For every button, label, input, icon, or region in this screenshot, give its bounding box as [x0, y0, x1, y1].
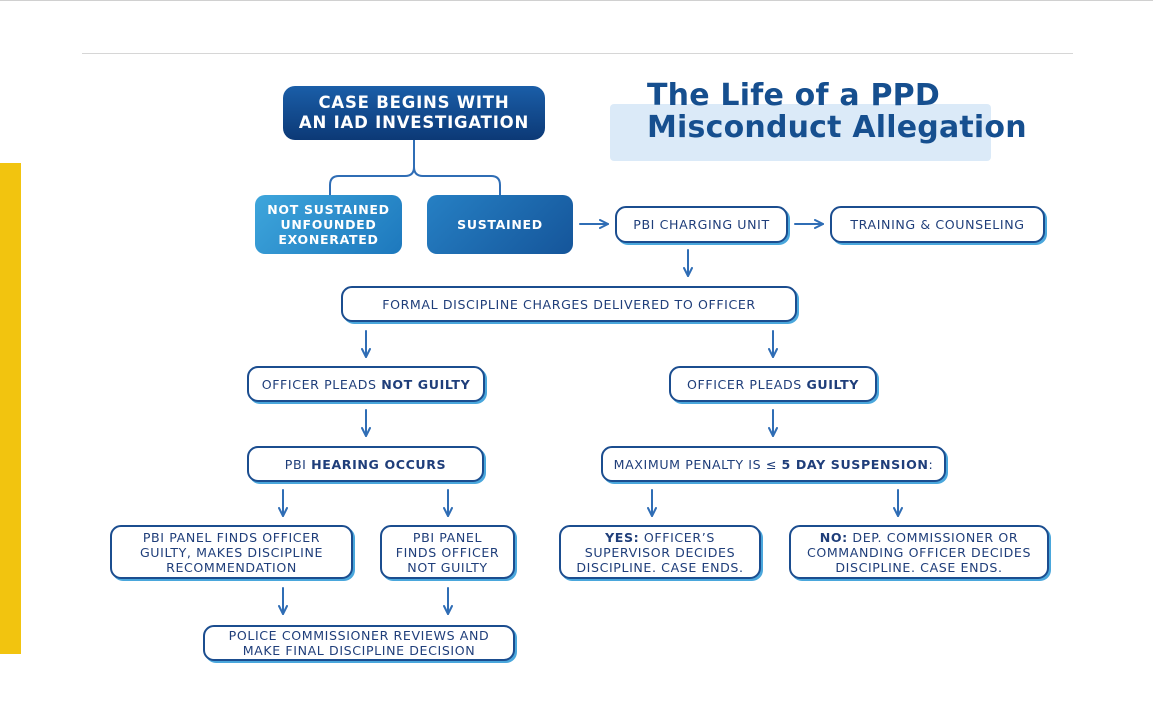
node-training-counseling: TRAINING & COUNSELING — [830, 206, 1045, 243]
pleads-guilty-bold: GUILTY — [806, 376, 859, 392]
node-not-sustained: NOT SUSTAINED UNFOUNDED EXONERATED — [255, 195, 402, 254]
pleads-not-guilty-bold: NOT GUILTY — [381, 376, 471, 392]
case-begins-line-1: CASE BEGINS WITH — [318, 93, 510, 112]
yes-line-2: SUPERVISOR DECIDES — [584, 544, 736, 560]
panel-guilty-line-1: PBI PANEL FINDS OFFICER — [142, 529, 321, 545]
max-penalty-prefix: MAXIMUM PENALTY IS ≤ — [613, 456, 782, 472]
node-formal-charges: FORMAL DISCIPLINE CHARGES DELIVERED TO O… — [341, 286, 797, 322]
page-title: The Life of a PPD Misconduct Allegation — [647, 80, 1067, 144]
panel-not-guilty-line-1: PBI PANEL — [412, 529, 483, 545]
no-line-1-rest: DEP. COMMISSIONER OR — [847, 529, 1019, 545]
commissioner-line-2: MAKE FINAL DISCIPLINE DECISION — [242, 643, 476, 658]
max-penalty-suffix: : — [928, 456, 934, 472]
panel-guilty-line-2: GUILTY, MAKES DISCIPLINE — [139, 544, 324, 560]
accent-bar — [0, 163, 21, 654]
yes-line-1-rest: OFFICER’S — [639, 529, 715, 545]
title-line-2: Misconduct Allegation — [647, 110, 1027, 145]
header-divider — [82, 53, 1073, 54]
hearing-prefix: PBI — [284, 456, 312, 472]
pleads-not-guilty-prefix: OFFICER PLEADS — [261, 376, 382, 392]
bracket-connector — [329, 139, 501, 196]
formal-charges-label: FORMAL DISCIPLINE CHARGES DELIVERED TO O… — [382, 296, 756, 312]
title-highlight — [610, 104, 991, 161]
hearing-bold: HEARING OCCURS — [311, 456, 447, 472]
node-hearing-occurs: PBI HEARING OCCURS — [247, 446, 484, 482]
commissioner-line-1: POLICE COMMISSIONER REVIEWS AND — [228, 628, 490, 643]
panel-not-guilty-line-3: NOT GUILTY — [407, 559, 488, 575]
no-line-1: NO: DEP. COMMISSIONER OR — [807, 530, 1031, 545]
yes-line-3: DISCIPLINE. CASE ENDS. — [576, 559, 744, 575]
no-line-3: DISCIPLINE. CASE ENDS. — [835, 559, 1003, 575]
training-label: TRAINING & COUNSELING — [850, 217, 1025, 232]
case-begins-line-2: AN IAD INVESTIGATION — [298, 113, 530, 132]
not-sustained-line-1: NOT SUSTAINED — [267, 202, 390, 217]
panel-not-guilty-line-2: FINDS OFFICER — [395, 544, 500, 560]
max-penalty-label: MAXIMUM PENALTY IS ≤ 5 DAY SUSPENSION: — [614, 457, 934, 472]
node-pleads-guilty: OFFICER PLEADS GUILTY — [669, 366, 877, 402]
node-max-penalty: MAXIMUM PENALTY IS ≤ 5 DAY SUSPENSION: — [601, 446, 946, 482]
node-no-commissioner-decides: NO: DEP. COMMISSIONER OR COMMANDING OFFI… — [789, 525, 1049, 579]
no-line-2: COMMANDING OFFICER DECIDES — [806, 544, 1032, 560]
max-penalty-bold: 5 DAY SUSPENSION — [781, 456, 929, 472]
pbi-charging-label: PBI CHARGING UNIT — [633, 217, 770, 232]
node-pleads-not-guilty: OFFICER PLEADS NOT GUILTY — [247, 366, 485, 402]
panel-guilty-line-3: RECOMMENDATION — [166, 559, 297, 575]
pleads-not-guilty-label: OFFICER PLEADS NOT GUILTY — [262, 377, 471, 392]
not-sustained-line-2: UNFOUNDED — [280, 217, 377, 232]
pleads-guilty-label: OFFICER PLEADS GUILTY — [687, 377, 859, 392]
title-line-1: The Life of a PPD — [647, 78, 940, 113]
node-pbi-charging-unit: PBI CHARGING UNIT — [615, 206, 788, 243]
node-panel-finds-guilty: PBI PANEL FINDS OFFICER GUILTY, MAKES DI… — [110, 525, 353, 579]
top-border — [0, 0, 1153, 1]
sustained-label: SUSTAINED — [457, 217, 543, 232]
node-case-begins: CASE BEGINS WITH AN IAD INVESTIGATION — [283, 86, 545, 140]
yes-bold: YES: — [605, 529, 640, 545]
hearing-label: PBI HEARING OCCURS — [285, 457, 446, 472]
node-sustained: SUSTAINED — [427, 195, 573, 254]
node-yes-supervisor-decides: YES: OFFICER’S SUPERVISOR DECIDES DISCIP… — [559, 525, 761, 579]
yes-line-1: YES: OFFICER’S — [576, 530, 743, 545]
node-panel-finds-not-guilty: PBI PANEL FINDS OFFICER NOT GUILTY — [380, 525, 515, 579]
no-bold: NO: — [819, 529, 848, 545]
not-sustained-line-3: EXONERATED — [278, 232, 379, 247]
node-commissioner-final-decision: POLICE COMMISSIONER REVIEWS AND MAKE FIN… — [203, 625, 515, 661]
pleads-guilty-prefix: OFFICER PLEADS — [687, 376, 807, 392]
